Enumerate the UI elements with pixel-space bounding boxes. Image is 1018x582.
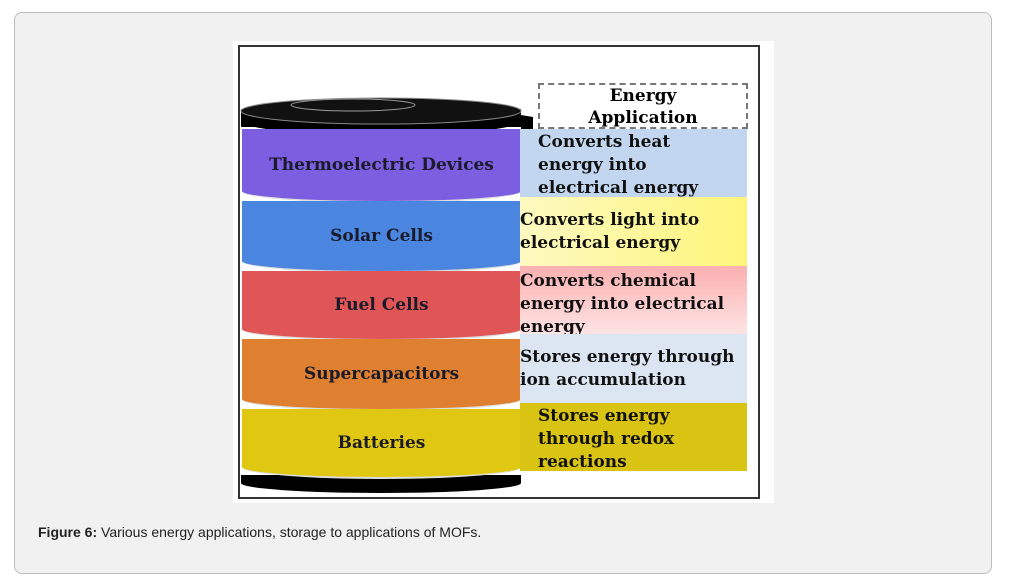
- layer-thermoelectric: Thermoelectric Devices: [242, 129, 521, 203]
- layer-supercapacitors: Supercapacitors: [242, 339, 521, 411]
- caption-text: Various energy applications, storage to …: [97, 524, 482, 540]
- layer-batteries: Batteries: [242, 409, 521, 479]
- battery-cap-icon: [240, 97, 533, 493]
- desc-thermoelectric: Converts heat energy into electrical ene…: [520, 129, 747, 198]
- figure-caption: Figure 6: Various energy applications, s…: [38, 524, 481, 540]
- layer-solar-cells: Solar Cells: [242, 201, 521, 273]
- desc-fuel-cells: Converts chemical energy into electrical…: [520, 266, 747, 337]
- figure-image: Energy Application Thermoelectric Device…: [233, 41, 774, 503]
- figure-card: Energy Application Thermoelectric Device…: [14, 12, 992, 574]
- figure-frame: [238, 45, 760, 499]
- layer-fuel-cells: Fuel Cells: [242, 271, 521, 341]
- energy-application-header: Energy Application: [538, 83, 748, 129]
- desc-supercapacitors: Stores energy through ion accumulation: [520, 334, 747, 403]
- desc-batteries: Stores energy through redox reactions: [520, 403, 747, 472]
- caption-label: Figure 6:: [38, 524, 98, 540]
- desc-solar-cells: Converts light into electrical energy: [520, 197, 747, 266]
